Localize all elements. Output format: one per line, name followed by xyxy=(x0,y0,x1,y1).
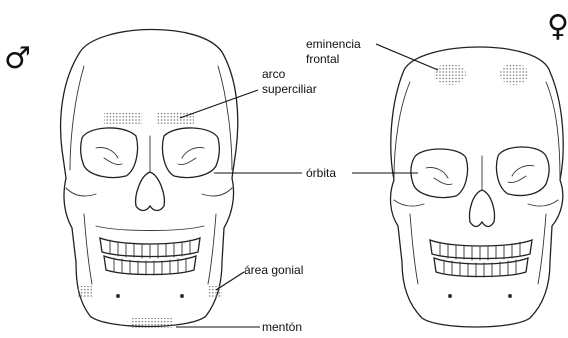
eminencia-label-line2: frontal xyxy=(306,52,339,66)
area-gonial-label: área gonial xyxy=(244,263,303,277)
female-symbol: ♀ xyxy=(547,9,568,44)
label-arco-superciliar: arco superciliar xyxy=(180,67,317,118)
label-area-gonial: área gonial xyxy=(216,263,303,290)
male-symbol: ♂ xyxy=(4,41,31,76)
arco-leader-line xyxy=(180,90,258,118)
male-skull xyxy=(61,29,238,328)
arco-label-line1: arco xyxy=(262,67,286,81)
menton-label: mentón xyxy=(262,320,302,334)
eminencia-label-line1: eminencia xyxy=(306,37,361,51)
label-eminencia-frontal: eminencia frontal xyxy=(306,37,438,70)
label-orbita: órbita xyxy=(214,166,418,180)
orbita-label: órbita xyxy=(306,166,336,180)
label-menton: mentón xyxy=(176,320,302,334)
arco-label-line2: superciliar xyxy=(262,82,317,96)
female-skull xyxy=(391,47,564,327)
